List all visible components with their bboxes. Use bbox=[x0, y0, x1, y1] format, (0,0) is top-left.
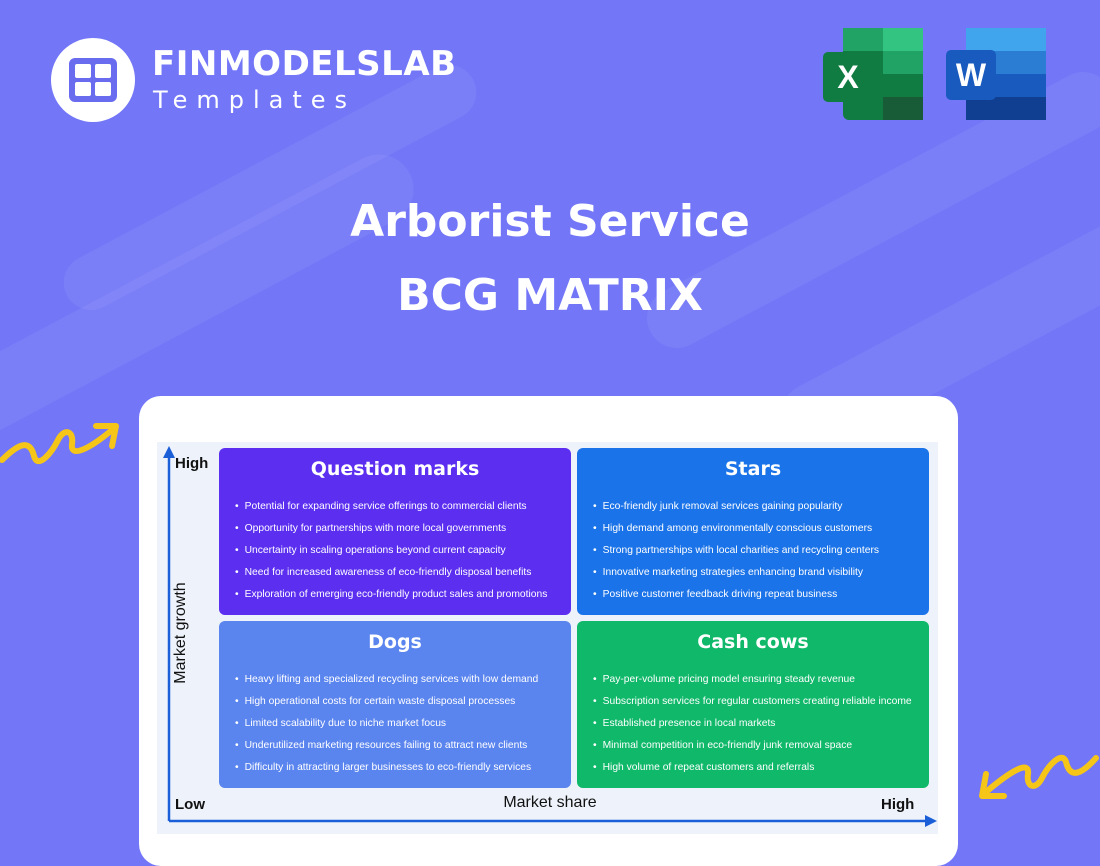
quadrant-title: Dogs bbox=[368, 631, 422, 653]
list-item: Uncertainty in scaling operations beyond… bbox=[235, 540, 571, 562]
list-item: Established presence in local markets bbox=[593, 713, 929, 735]
list-item: Potential for expanding service offering… bbox=[235, 496, 571, 518]
list-item: Innovative marketing strategies enhancin… bbox=[593, 562, 929, 584]
list-item: Heavy lifting and specialized recycling … bbox=[235, 669, 571, 691]
list-item: Subscription services for regular custom… bbox=[593, 691, 929, 713]
quadrant-title: Stars bbox=[724, 458, 782, 480]
excel-icon[interactable]: X bbox=[823, 28, 923, 120]
list-item: Opportunity for partnerships with more l… bbox=[235, 518, 571, 540]
x-axis-high-label: High bbox=[881, 796, 915, 813]
list-item: Limited scalability due to niche market … bbox=[235, 713, 571, 735]
quadrant-title: Question marks bbox=[310, 458, 480, 480]
y-axis-high-label: High bbox=[175, 455, 209, 472]
brand-name: FINMODELSLAB bbox=[152, 44, 457, 84]
list-item: High operational costs for certain waste… bbox=[235, 691, 571, 713]
page-title: Arborist Service bbox=[350, 196, 750, 247]
matrix-axes bbox=[163, 446, 937, 827]
list-item: Positive customer feedback driving repea… bbox=[593, 584, 929, 606]
x-axis-label: Market share bbox=[503, 794, 597, 811]
quadrant-title: Cash cows bbox=[697, 631, 809, 653]
list-item: Exploration of emerging eco-friendly pro… bbox=[235, 584, 571, 606]
grid-icon bbox=[69, 58, 117, 102]
quadrant-cash-cows: Cash cows Pay-per-volume pricing model e… bbox=[577, 621, 929, 788]
list-item: High volume of repeat customers and refe… bbox=[593, 757, 929, 779]
quadrant-question-marks: Question marks Potential for expanding s… bbox=[219, 448, 571, 615]
list-item: Difficulty in attracting larger business… bbox=[235, 757, 571, 779]
list-item: Eco-friendly junk removal services gaini… bbox=[593, 496, 929, 518]
word-letter: W bbox=[956, 57, 987, 93]
page-subtitle: BCG MATRIX bbox=[397, 270, 703, 321]
excel-letter: X bbox=[837, 59, 859, 95]
quadrant-stars: Stars Eco-friendly junk removal services… bbox=[577, 448, 929, 615]
list-item: Strong partnerships with local charities… bbox=[593, 540, 929, 562]
right-squiggle-arrow-icon bbox=[979, 754, 1099, 799]
list-item: Need for increased awareness of eco-frie… bbox=[235, 562, 571, 584]
quadrant-dogs: Dogs Heavy lifting and specialized recyc… bbox=[219, 621, 571, 788]
brand-logo[interactable] bbox=[51, 38, 135, 122]
list-item: Underutilized marketing resources failin… bbox=[235, 735, 571, 757]
x-axis-low-label: Low bbox=[175, 796, 205, 813]
list-item: Pay-per-volume pricing model ensuring st… bbox=[593, 669, 929, 691]
y-axis-label: Market growth bbox=[172, 582, 189, 684]
word-icon[interactable]: W bbox=[946, 28, 1046, 120]
list-item: Minimal competition in eco-friendly junk… bbox=[593, 735, 929, 757]
brand-subtitle: Templates bbox=[153, 86, 357, 114]
left-squiggle-arrow-icon bbox=[0, 423, 119, 465]
list-item: High demand among environmentally consci… bbox=[593, 518, 929, 540]
